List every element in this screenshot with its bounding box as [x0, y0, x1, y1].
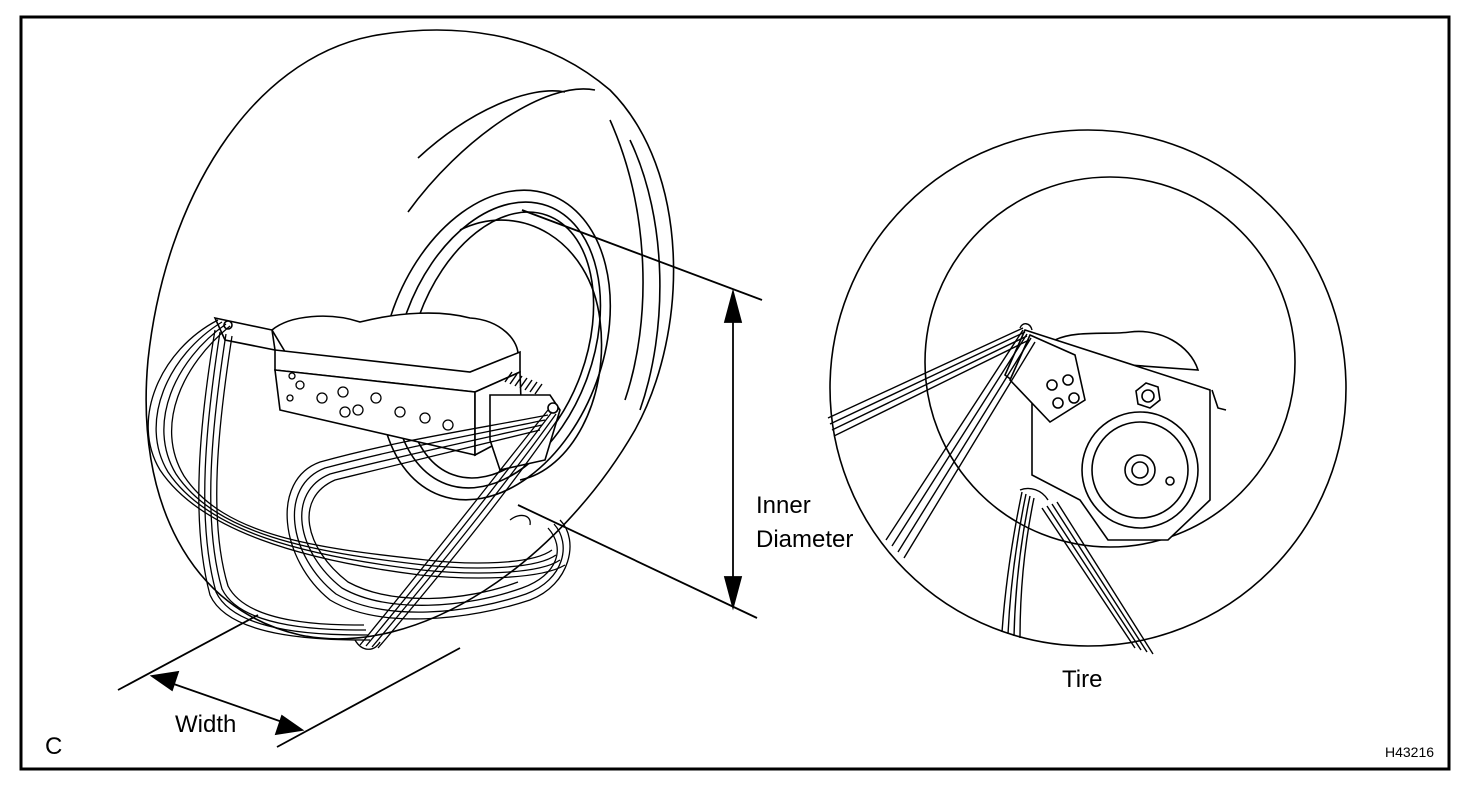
plate-hole-3	[1052, 397, 1064, 409]
side-bolt-center	[1141, 389, 1155, 403]
width-extension-right	[276, 647, 461, 748]
width-arrowhead-left	[149, 670, 180, 692]
width-label: Width	[175, 711, 237, 738]
plate-hole-4	[1068, 392, 1080, 404]
bead-ring-mid	[392, 201, 602, 489]
tire-perspective	[145, 29, 675, 640]
tread-line-3	[629, 139, 661, 411]
inflator-small-hole	[1165, 476, 1175, 486]
module-holes	[286, 372, 454, 431]
tread-line	[407, 88, 596, 213]
side-hook	[1211, 389, 1227, 411]
airbag-module	[213, 312, 561, 471]
tread-line-2	[417, 90, 566, 159]
extension-line-bottom	[517, 504, 758, 619]
extension-line-top	[521, 209, 763, 301]
width-arrowhead-right	[274, 714, 305, 736]
tire-label: Tire	[1062, 666, 1103, 693]
arrowhead-up	[723, 288, 743, 323]
strap-anchor-right	[547, 402, 559, 414]
inner-diameter-line1: Inner	[756, 492, 811, 519]
width-dimension-line	[167, 681, 289, 725]
inner-diameter-line2: Diameter	[756, 526, 854, 553]
plate-hole-1	[1046, 379, 1058, 391]
arrowhead-down	[723, 576, 743, 611]
inflator-hub-inner	[1131, 461, 1149, 479]
inner-diameter-dimension	[517, 209, 763, 619]
inner-diameter-label: Inner Diameter	[756, 489, 853, 557]
tire-side-view	[829, 129, 1347, 647]
module-bracket-right	[489, 394, 561, 471]
bead-ring-outer	[378, 189, 612, 501]
tie-down-wires-left	[147, 319, 571, 650]
plate-hole-2	[1062, 374, 1074, 386]
tread-line-4	[609, 119, 644, 401]
figure-id: H43216	[1385, 744, 1435, 760]
module-spring	[504, 371, 543, 395]
side-inner-plate	[1009, 333, 1086, 424]
bead-ring-far	[459, 219, 603, 481]
width-dimension	[117, 614, 461, 748]
corner-mark: C	[45, 733, 63, 760]
tire-outer-sidewall	[145, 29, 675, 640]
tire-outer-circle	[829, 129, 1347, 647]
figure-frame	[19, 15, 1451, 771]
tire-inner-circle	[924, 176, 1296, 548]
tie-down-wires-right	[827, 323, 1154, 655]
width-extension-left	[117, 614, 259, 691]
airbag-module-side	[1004, 329, 1227, 541]
